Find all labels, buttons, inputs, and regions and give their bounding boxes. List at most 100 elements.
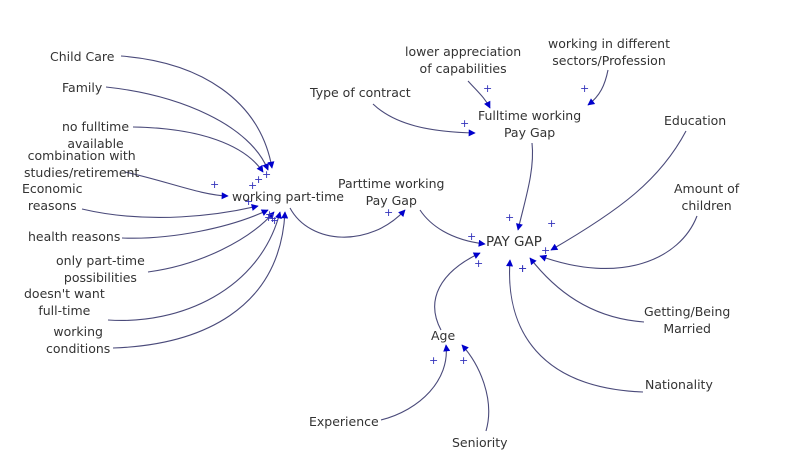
node-age: Age [431, 327, 455, 344]
node-label-line: Age [431, 328, 456, 343]
node-family: Family [62, 79, 102, 96]
node-label-line: Married [663, 321, 711, 336]
node-nationality: Nationality [645, 376, 713, 393]
polarity-plus: + [541, 244, 550, 257]
node-label-line: available [67, 136, 124, 151]
node-label-line: Type of contract [310, 85, 411, 100]
node-label-line: Experience [309, 414, 379, 429]
polarity-plus: + [265, 208, 274, 221]
node-label-line: of capabilities [419, 61, 507, 76]
polarity-plus: + [518, 262, 527, 275]
link-amount-children-to-pay-gap [539, 215, 698, 269]
polarity-plus: + [270, 214, 279, 227]
node-health-reasons: health reasons [28, 228, 120, 245]
node-label-line: Family [62, 80, 103, 95]
polarity-plus: + [518, 262, 527, 275]
node-label-line: Seniority [452, 435, 508, 450]
node-label-line: reasons [27, 198, 77, 213]
link-married-to-pay-gap [529, 257, 645, 323]
node-label-line: Pay Gap [503, 125, 556, 140]
polarity-plus: + [244, 195, 253, 208]
node-label-line: Education [664, 113, 727, 128]
node-label-line: Nationality [645, 377, 713, 392]
node-amount-of-children: Amount of children [674, 180, 739, 214]
polarity-plus: + [262, 168, 271, 181]
link-working-conditions-to-working-part-time [112, 211, 289, 349]
polarity-plus: + [248, 179, 257, 192]
node-only-part-time-possibilities: only part-time possibilities [56, 252, 145, 286]
polarity-plus: + [429, 354, 438, 367]
polarity-plus: + [268, 212, 277, 225]
node-lower-appreciation: lower appreciation of capabilities [405, 43, 521, 77]
node-experience: Experience [309, 413, 379, 430]
node-label-line: PAY GAP [486, 234, 542, 250]
polarity-plus: + [210, 178, 219, 191]
node-pay-gap: PAY GAP [486, 234, 542, 251]
node-combination-studies-retirement: combination with studies/retirement [24, 147, 139, 181]
node-label-line: Parttime working [338, 176, 445, 191]
node-label-line: no fulltime [62, 119, 130, 134]
link-age-to-pay-gap [434, 252, 481, 331]
node-label-line: Getting/Being [644, 304, 731, 319]
node-label-line: health reasons [28, 229, 121, 244]
polarity-plus: + [505, 211, 514, 224]
link-parttime-gap-to-pay-gap [419, 209, 486, 247]
node-child-care: Child Care [50, 48, 114, 65]
link-child-care-to-working-part-time [120, 55, 275, 169]
node-label-line: sectors/Profession [552, 53, 666, 68]
link-health-to-working-part-time [121, 209, 269, 239]
link-seniority-to-age [461, 344, 490, 432]
node-label-line: Amount of [674, 181, 740, 196]
node-type-of-contract: Type of contract [310, 84, 411, 101]
link-working-part-time-to-parttime-gap [289, 207, 406, 238]
link-different-sectors-to-fulltime-gap [587, 69, 609, 106]
link-only-parttime-to-working-part-time [147, 211, 275, 273]
link-nationality-to-pay-gap [506, 259, 644, 393]
node-label-line: lower appreciation [405, 44, 522, 59]
link-experience-to-age [380, 344, 451, 421]
node-working-in-different-sectors: working in different sectors/Profession [548, 35, 670, 69]
node-label-line: working in different [548, 36, 671, 51]
node-seniority: Seniority [452, 434, 508, 451]
link-lower-appreciation-to-fulltime-gap [467, 80, 491, 109]
node-label-line: full-time [38, 303, 91, 318]
polarity-plus: + [474, 257, 483, 270]
node-label-line: possibilities [63, 270, 137, 285]
polarity-plus: + [264, 211, 273, 224]
node-label-line: only part-time [56, 253, 145, 268]
node-working-part-time: working part-time [232, 188, 344, 205]
node-economic-reasons: Economic reasons [22, 180, 83, 214]
node-label-line: Economic [22, 181, 83, 196]
node-label-line: Fulltime working [478, 108, 582, 123]
link-type-contract-to-fulltime-gap [372, 103, 476, 137]
node-label-line: children [681, 198, 732, 213]
node-label-line: working part-time [232, 189, 344, 204]
node-label-line: doesn't want [24, 286, 105, 301]
node-working-conditions: working conditions [46, 323, 110, 357]
link-economic-to-working-part-time [81, 204, 259, 218]
polarity-plus: + [580, 82, 589, 95]
node-label-line: combination with [27, 148, 136, 163]
node-education: Education [664, 112, 726, 129]
link-doesnt-want-to-working-part-time [107, 211, 282, 322]
node-label-line: Pay Gap [365, 193, 417, 208]
node-label-line: working [53, 324, 103, 339]
link-combination-to-working-part-time [124, 171, 229, 200]
polarity-plus: + [254, 173, 263, 186]
polarity-plus: + [460, 117, 469, 130]
polarity-plus: + [384, 206, 393, 219]
polarity-plus: + [547, 217, 556, 230]
node-label-line: studies/retirement [24, 165, 140, 180]
link-education-to-pay-gap [550, 130, 687, 251]
polarity-plus: + [483, 82, 492, 95]
link-no-fulltime-to-working-part-time [132, 126, 264, 173]
link-family-to-working-part-time [105, 86, 269, 171]
node-no-fulltime-available: no fulltime available [62, 118, 129, 152]
link-fulltime-gap-to-pay-gap [516, 142, 534, 231]
node-label-line: Child Care [50, 49, 115, 64]
node-label-line: conditions [46, 341, 111, 356]
